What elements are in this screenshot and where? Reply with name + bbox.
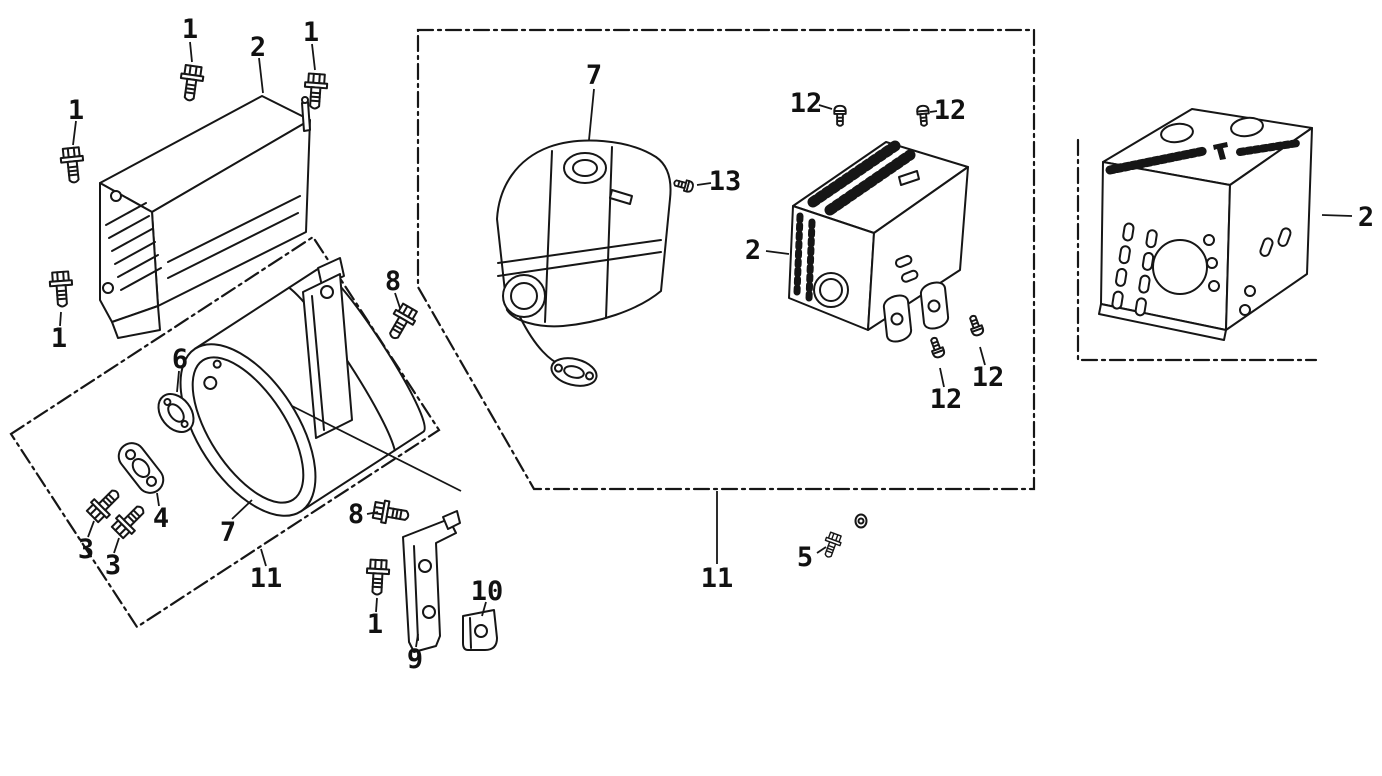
hex-bolt-1a [176,63,206,103]
callout-label-1d: 1 [51,323,67,354]
callout-label-7b: 7 [586,60,602,91]
callout-label-12a: 12 [790,88,823,119]
callout-labels: 1 2 1 1 1 8 6 4 3 3 7 11 8 1 9 10 7 13 1… [51,14,1374,675]
callout-label-9: 9 [407,644,423,675]
muffler-protector-right [1098,108,1313,341]
callout-label-1b: 1 [303,17,319,48]
heat-shield [99,95,311,339]
callout-label-12b: 12 [934,95,967,126]
exhaust-flange [117,442,165,494]
hex-bolt-8a [382,301,421,344]
callout-label-11a: 11 [250,563,283,594]
screw-12b [915,104,931,128]
callout-label-5: 5 [797,542,813,573]
hex-bolt-1d [48,270,75,309]
muffler [179,257,426,517]
muffler-protector-center [788,140,969,343]
callout-label-13: 13 [709,166,742,197]
muffler-assembly [496,139,672,387]
callout-label-6: 6 [172,344,188,375]
callout-label-2c: 2 [1358,202,1374,233]
assembly-boundary-right [1076,138,1318,362]
callout-label-1a: 1 [182,14,198,45]
callout-label-3a: 3 [78,534,94,565]
hex-bolt-5 [819,530,844,561]
assembly-boundary-center [416,28,1036,491]
screw-12d [965,313,986,338]
callout-label-8b: 8 [348,499,364,530]
leader-lines [59,41,1353,648]
hex-bolt-1c [58,145,87,185]
clip-bracket [462,609,498,651]
callout-label-2a: 2 [250,32,266,63]
hex-bolt-1e [364,558,391,597]
callout-label-1c: 1 [68,95,84,126]
screw-13 [672,176,695,194]
screw-12a [833,104,847,127]
nut-5 [854,513,868,529]
callout-label-4: 4 [153,503,169,534]
hex-bolt-3b [108,499,151,542]
callout-label-10: 10 [471,576,504,607]
callout-label-12d: 12 [972,362,1005,393]
callout-label-1e: 1 [367,609,383,640]
callout-label-8a: 8 [385,266,401,297]
callout-label-7a: 7 [220,517,236,548]
gasket [157,393,195,433]
callout-label-11b: 11 [701,563,734,594]
callout-label-3b: 3 [105,550,121,581]
mounting-bracket [402,510,461,653]
callout-label-2b: 2 [745,235,761,266]
callout-label-12c: 12 [930,384,963,415]
screw-12c [926,335,947,360]
assembly-boundary-left [9,235,441,629]
